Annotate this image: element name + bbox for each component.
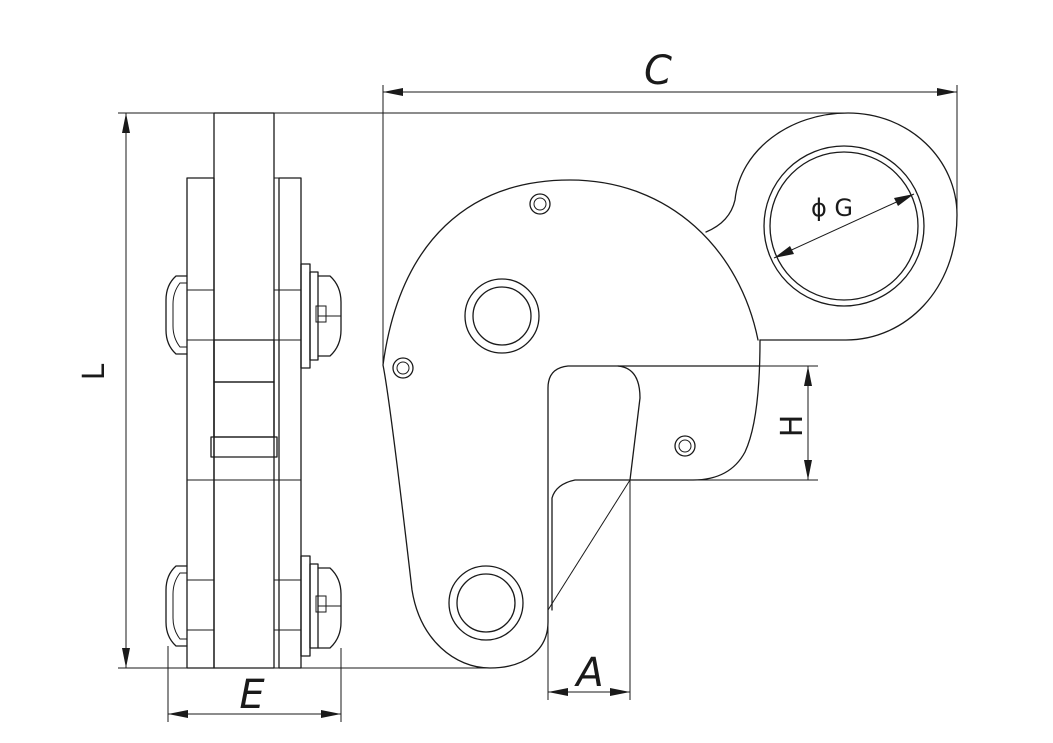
side-right-plate <box>278 177 302 669</box>
rivet-left <box>392 357 414 379</box>
side-spacer-upper <box>213 339 275 383</box>
upper-pivot-outer <box>464 278 540 354</box>
side-left-plate <box>186 177 215 669</box>
lower-pivot-outer <box>448 565 524 641</box>
shackle-arm <box>705 112 958 341</box>
side-spacer-mid <box>213 381 275 438</box>
rivet-right <box>674 435 696 457</box>
lower-washer <box>300 555 311 657</box>
side-spacer-lower <box>210 436 278 458</box>
rivet-top <box>529 193 551 215</box>
label-l: L <box>77 363 112 380</box>
lower-bolt-head <box>165 565 188 647</box>
label-g: ϕ G <box>811 194 853 222</box>
lower-nut <box>317 567 342 649</box>
label-h: H <box>775 415 810 438</box>
side-center-plate <box>213 112 275 669</box>
label-c: C <box>644 48 672 94</box>
label-e: E <box>239 672 265 718</box>
side-view <box>165 112 342 669</box>
upper-washer <box>300 263 311 369</box>
upper-pivot-inner <box>472 286 532 346</box>
dimensions <box>118 85 958 722</box>
lower-pivot-inner <box>456 573 516 633</box>
upper-bolt-head <box>165 275 188 355</box>
label-a: A <box>573 650 603 696</box>
jaw-edge <box>547 479 631 611</box>
dim-g-line <box>773 193 915 259</box>
front-view <box>382 112 958 669</box>
cam-body <box>382 179 761 669</box>
jaw-tongue <box>551 365 641 611</box>
lifting-eye-inner <box>769 151 919 301</box>
lifting-eye-outer <box>763 145 925 307</box>
